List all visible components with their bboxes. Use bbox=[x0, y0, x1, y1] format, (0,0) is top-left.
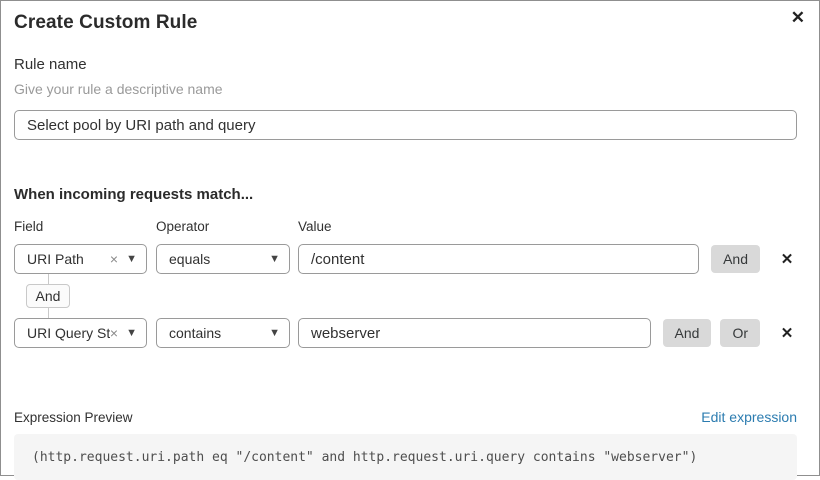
field-select-value: URI Query St... bbox=[27, 325, 110, 341]
chevron-down-icon: ▼ bbox=[269, 252, 280, 265]
expression-preview-section: Expression Preview Edit expression (http… bbox=[14, 409, 797, 480]
operator-column-label: Operator bbox=[156, 219, 210, 234]
rule-name-section: Rule name Give your rule a descriptive n… bbox=[14, 56, 797, 140]
chevron-down-icon: ▼ bbox=[269, 326, 280, 339]
clear-field-icon[interactable]: × bbox=[109, 325, 119, 341]
rule-name-label: Rule name bbox=[14, 56, 87, 73]
chevron-down-icon: ▼ bbox=[126, 326, 137, 339]
remove-condition-icon[interactable]: ✕ bbox=[777, 252, 797, 267]
or-button[interactable]: Or bbox=[720, 319, 760, 347]
condition-row-2: URI Query St... × ▼ contains ▼ And Or ✕ bbox=[14, 318, 797, 348]
operator-select-value: equals bbox=[169, 251, 211, 267]
and-button[interactable]: And bbox=[711, 245, 760, 273]
expression-code: (http.request.uri.path eq "/content" and… bbox=[14, 434, 797, 480]
value-input[interactable] bbox=[298, 244, 700, 274]
edit-expression-link[interactable]: Edit expression bbox=[701, 409, 797, 425]
field-select[interactable]: URI Path × ▼ bbox=[14, 244, 147, 274]
close-icon[interactable]: ✕ bbox=[790, 8, 805, 27]
connector-and-badge: And bbox=[26, 284, 70, 308]
connector-line bbox=[47, 308, 49, 318]
rule-name-helper: Give your rule a descriptive name bbox=[14, 81, 223, 97]
field-select[interactable]: URI Query St... × ▼ bbox=[14, 318, 147, 348]
and-connector: And bbox=[26, 274, 70, 318]
operator-select-value: contains bbox=[169, 325, 222, 341]
and-button[interactable]: And bbox=[662, 319, 712, 347]
remove-condition-icon[interactable]: ✕ bbox=[777, 326, 797, 341]
operator-select[interactable]: equals ▼ bbox=[156, 244, 290, 274]
operator-select[interactable]: contains ▼ bbox=[156, 318, 290, 348]
value-input[interactable] bbox=[298, 318, 651, 348]
page-title: Create Custom Rule bbox=[14, 12, 198, 33]
rule-name-input[interactable] bbox=[14, 110, 797, 140]
field-select-value: URI Path bbox=[27, 251, 84, 267]
field-column-label: Field bbox=[14, 219, 44, 234]
value-column-label: Value bbox=[298, 219, 332, 234]
matcher-section: When incoming requests match... Field Op… bbox=[14, 186, 797, 348]
connector-line bbox=[47, 274, 49, 284]
condition-row-1: URI Path × ▼ equals ▼ And ✕ bbox=[14, 244, 797, 274]
matcher-heading: When incoming requests match... bbox=[14, 186, 254, 203]
expression-preview-label: Expression Preview bbox=[14, 410, 133, 425]
chevron-down-icon: ▼ bbox=[126, 252, 137, 265]
column-labels: Field Operator Value bbox=[14, 219, 797, 234]
clear-field-icon[interactable]: × bbox=[109, 251, 119, 267]
